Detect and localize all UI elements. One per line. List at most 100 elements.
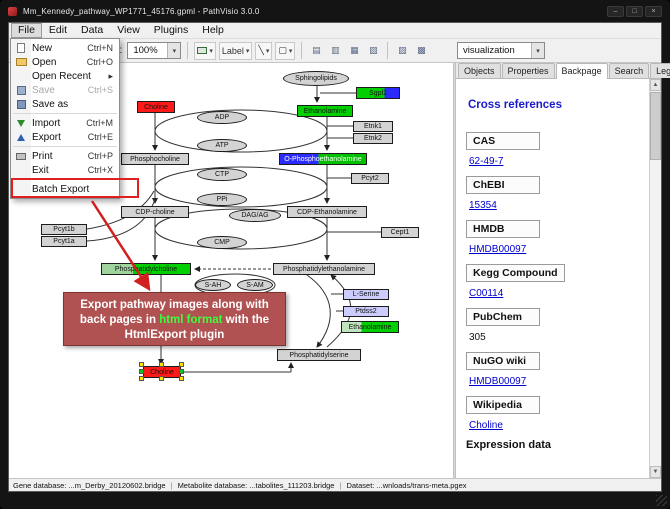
node-pcyt1b[interactable]: Pcyt1b xyxy=(41,224,87,235)
zoom-select[interactable]: 100% ▾ xyxy=(127,42,182,59)
align-center-icon[interactable]: ▥ xyxy=(331,45,340,55)
shape-tool[interactable]: ▢▾ xyxy=(275,41,296,60)
visualization-select[interactable]: visualization ▾ xyxy=(457,42,545,59)
node-o-phosphoethanolamine[interactable]: O-Phosphoethanolamine xyxy=(279,153,367,165)
node-choline[interactable]: Choline xyxy=(137,101,175,113)
line-tool[interactable]: ╲▾ xyxy=(255,41,273,60)
menu-edit[interactable]: Edit xyxy=(48,24,68,36)
menu-data[interactable]: Data xyxy=(81,24,104,36)
align-left-icon[interactable]: ▤ xyxy=(312,45,321,55)
selection-handle[interactable] xyxy=(179,376,184,381)
node-adp[interactable]: ADP xyxy=(197,111,247,124)
datanode-tool[interactable]: ▾ xyxy=(194,41,216,60)
xref-link[interactable]: 62-49-7 xyxy=(469,156,504,167)
xref-source-name: Wikipedia xyxy=(466,396,540,414)
file-menu-item-save-as[interactable]: Save as xyxy=(11,97,119,111)
shortcut-label: Ctrl+X xyxy=(87,165,113,175)
node-ptdss2[interactable]: Ptdss2 xyxy=(343,306,389,317)
pathway-canvas[interactable]: Export pathway images along with back pa… xyxy=(9,63,453,478)
selection-handle[interactable] xyxy=(139,369,144,374)
menu-file[interactable]: File xyxy=(11,23,42,38)
shape-icon: ▢ xyxy=(278,45,287,55)
node-etnk2[interactable]: Etnk2 xyxy=(353,133,393,144)
scroll-down-icon[interactable]: ▼ xyxy=(650,466,661,478)
menu-view[interactable]: View xyxy=(117,24,140,36)
node-ethanolamine[interactable]: Ethanolamine xyxy=(297,105,353,117)
xref-link[interactable]: HMDB00097 xyxy=(469,376,527,387)
minimize-button[interactable]: – xyxy=(607,5,624,17)
panel-splitter[interactable] xyxy=(453,63,456,478)
node-cept1[interactable]: Cept1 xyxy=(381,227,419,238)
node-atp[interactable]: ATP xyxy=(197,139,247,152)
node-phosphatidylserine[interactable]: Phosphatidylserine xyxy=(277,349,361,361)
node-sgpl1[interactable]: Sgpl1 xyxy=(356,87,400,99)
node-phosphatidylethanolamine[interactable]: Phosphatidylethanolamine xyxy=(273,263,375,275)
xref-link[interactable]: HMDB00097 xyxy=(469,244,527,255)
close-button[interactable]: × xyxy=(645,5,662,17)
node-l-serine[interactable]: L-Serine xyxy=(343,289,389,300)
shortcut-label: Ctrl+E xyxy=(87,132,113,142)
align-top-icon[interactable]: ▧ xyxy=(369,45,378,55)
maximize-button[interactable]: □ xyxy=(626,5,643,17)
menu-plugins[interactable]: Plugins xyxy=(153,24,189,36)
node-sphingolipids[interactable]: Sphingolipids xyxy=(283,71,349,86)
node-etnk1[interactable]: Etnk1 xyxy=(353,121,393,132)
node-ethanolamine[interactable]: Ethanolamine xyxy=(341,321,399,333)
dropdown-arrow-icon: ▾ xyxy=(209,47,213,55)
node-cdp-choline[interactable]: CDP-choline xyxy=(121,206,189,218)
node-s-ah[interactable]: S-AH xyxy=(195,279,231,291)
selection-handle[interactable] xyxy=(159,362,164,367)
scrollbar-thumb[interactable] xyxy=(650,92,661,160)
sidebar-scrollbar[interactable]: ▲ ▼ xyxy=(649,79,661,478)
node-cmp[interactable]: CMP xyxy=(197,236,247,249)
node-phosphocholine[interactable]: Phosphocholine xyxy=(121,153,189,165)
tab-search[interactable]: Search xyxy=(608,63,650,78)
tab-objects[interactable]: Objects xyxy=(458,63,501,78)
file-menu-item-open-recent[interactable]: Open Recent▸ xyxy=(11,69,119,83)
sidebar-tabs: ObjectsPropertiesBackpageSearchLegend xyxy=(456,63,670,79)
xref-source-name: PubChem xyxy=(466,308,540,326)
label-tool[interactable]: Label▾ xyxy=(218,41,253,60)
import-icon xyxy=(14,119,28,127)
selection-handle[interactable] xyxy=(139,362,144,367)
align-right-icon[interactable]: ▦ xyxy=(350,45,359,55)
tab-backpage[interactable]: Backpage xyxy=(555,63,608,79)
xref-link[interactable]: C00114 xyxy=(469,288,504,299)
tab-legend[interactable]: Legend xyxy=(650,63,670,78)
selection-handle[interactable] xyxy=(159,376,164,381)
common-height-icon[interactable]: ▩ xyxy=(417,45,426,55)
tab-properties[interactable]: Properties xyxy=(501,63,555,78)
node-cdp-ethanolamine[interactable]: CDP-Ethanolamine xyxy=(287,206,367,218)
shortcut-label: Ctrl+M xyxy=(86,118,113,128)
selection-handle[interactable] xyxy=(139,376,144,381)
selection-handle[interactable] xyxy=(179,362,184,367)
file-menu-item-batch-export[interactable]: Batch Export xyxy=(11,182,119,196)
xref-link[interactable]: 15354 xyxy=(469,200,497,211)
node-ppi[interactable]: PPi xyxy=(197,193,247,206)
menu-separator xyxy=(13,113,117,114)
xref-link[interactable]: Choline xyxy=(469,420,503,431)
node-pcyt2[interactable]: Pcyt2 xyxy=(351,173,389,184)
status-metabolite-database: Metabolite database: ...tabolites_111203… xyxy=(177,480,335,490)
node-ctp[interactable]: CTP xyxy=(197,168,247,181)
node-pcyt1a[interactable]: Pcyt1a xyxy=(41,236,87,247)
node-s-am[interactable]: S-AM xyxy=(237,279,273,291)
visualization-value: visualization xyxy=(463,45,515,56)
menu-help[interactable]: Help xyxy=(202,24,224,36)
scroll-up-icon[interactable]: ▲ xyxy=(650,79,661,91)
common-width-icon[interactable]: ▨ xyxy=(398,45,407,55)
node-dag-ag[interactable]: DAG/AG xyxy=(229,209,281,222)
selection-handle[interactable] xyxy=(179,369,184,374)
resize-grip[interactable] xyxy=(656,495,667,506)
node-phosphatidylcholine[interactable]: Phosphatidylcholine xyxy=(101,263,191,275)
